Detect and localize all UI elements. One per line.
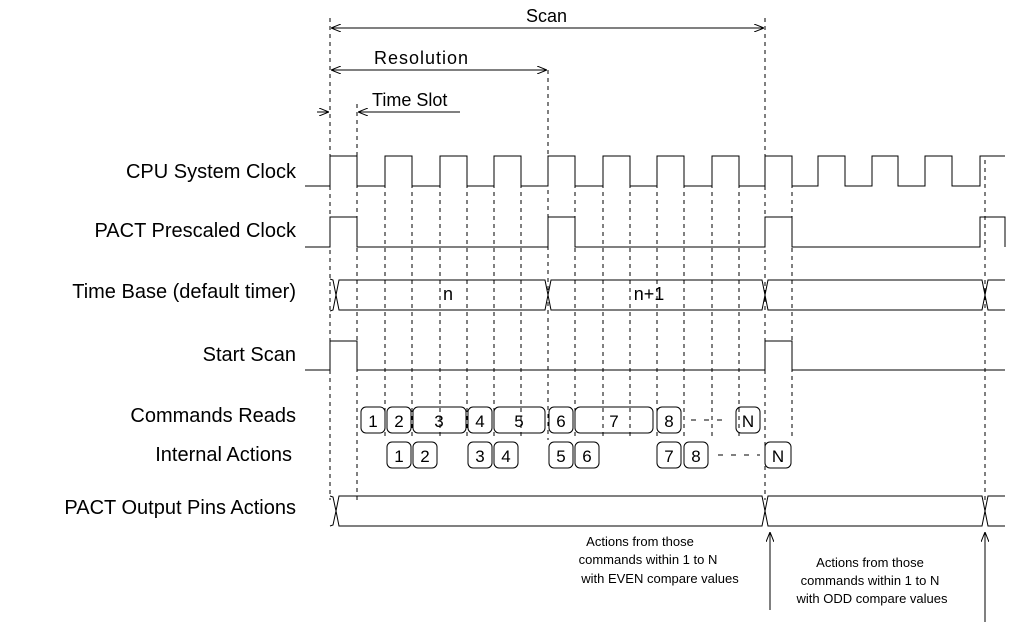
- odd-note-line-1: Actions from those: [816, 555, 924, 570]
- action-box: [764, 441, 792, 469]
- output-pins-label: PACT Output Pins Actions: [64, 497, 296, 519]
- command-box-label: 1: [368, 412, 377, 431]
- start-scan-waveform: [305, 340, 1005, 371]
- action-box-label: 8: [691, 447, 700, 466]
- command-box: [493, 406, 546, 434]
- even-note-line-2: commands within 1 to N: [579, 552, 718, 567]
- command-reads-label: Commands Reads: [130, 405, 296, 427]
- command-box: [548, 406, 574, 434]
- time-base-bus: n n+1: [329, 278, 1005, 312]
- action-box-label: 2: [420, 447, 429, 466]
- command-box-label: 3: [434, 412, 443, 431]
- internal-actions-label: Internal Actions: [155, 444, 292, 466]
- action-box-label: 5: [556, 447, 565, 466]
- scan-dimension: Scan: [331, 6, 764, 28]
- even-actions-note: Actions from those commands within 1 to …: [579, 534, 740, 586]
- action-box-label: N: [772, 447, 784, 466]
- command-box-label: N: [742, 412, 754, 431]
- action-box: [412, 441, 438, 469]
- action-box: [574, 441, 600, 469]
- action-box: [467, 441, 493, 469]
- signal-labels: CPU System Clock PACT Prescaled Clock Ti…: [64, 161, 297, 519]
- action-box-label: 4: [501, 447, 510, 466]
- time-slot-dimension: Time Slot: [317, 90, 460, 112]
- action-box: [683, 441, 709, 469]
- time-base-value-n: n: [443, 284, 453, 304]
- output-pins-bus: [329, 495, 1005, 527]
- command-box-label: 7: [609, 412, 618, 431]
- time-slot-label: Time Slot: [372, 90, 447, 110]
- command-box: [467, 406, 493, 434]
- command-box: [412, 406, 467, 434]
- internal-actions-track: 1 2 3 4 5 6 7 8 N: [386, 441, 792, 469]
- command-box-label: 2: [394, 412, 403, 431]
- odd-actions-note: Actions from those commands within 1 to …: [796, 555, 948, 606]
- even-note-line-3: with EVEN compare values: [580, 571, 739, 586]
- action-box-label: 7: [664, 447, 673, 466]
- pact-clock-waveform: [305, 216, 1006, 248]
- action-box-label: 6: [582, 447, 591, 466]
- time-base-label: Time Base (default timer): [72, 281, 296, 303]
- resolution-label: Resolution: [374, 48, 469, 68]
- command-box: [360, 406, 386, 434]
- resolution-dimension: Resolution: [331, 48, 547, 70]
- command-box-label: 5: [514, 412, 523, 431]
- command-box-label: 4: [475, 412, 484, 431]
- command-box: [574, 406, 654, 434]
- command-box: [656, 406, 682, 434]
- even-note-line-1: Actions from those: [586, 534, 694, 549]
- command-box: [735, 406, 761, 434]
- command-box-label: 6: [556, 412, 565, 431]
- action-box-label: 3: [475, 447, 484, 466]
- command-box-label: 8: [664, 412, 673, 431]
- cpu-clock-waveform: [305, 155, 1005, 187]
- action-box: [656, 441, 682, 469]
- action-box: [493, 441, 519, 469]
- odd-note-line-3: with ODD compare values: [796, 591, 948, 606]
- scan-label: Scan: [526, 6, 567, 26]
- cpu-clock-label: CPU System Clock: [126, 161, 297, 183]
- start-scan-label: Start Scan: [203, 344, 296, 366]
- pact-clock-label: PACT Prescaled Clock: [94, 220, 297, 242]
- command-reads-track: 1 2 3 4 5 6 7 8 N: [360, 406, 761, 434]
- time-base-value-n-plus-1: n+1: [634, 284, 665, 304]
- command-box: [386, 406, 412, 434]
- odd-note-line-2: commands within 1 to N: [801, 573, 940, 588]
- action-box: [548, 441, 574, 469]
- action-box: [386, 441, 412, 469]
- action-box-label: 1: [394, 447, 403, 466]
